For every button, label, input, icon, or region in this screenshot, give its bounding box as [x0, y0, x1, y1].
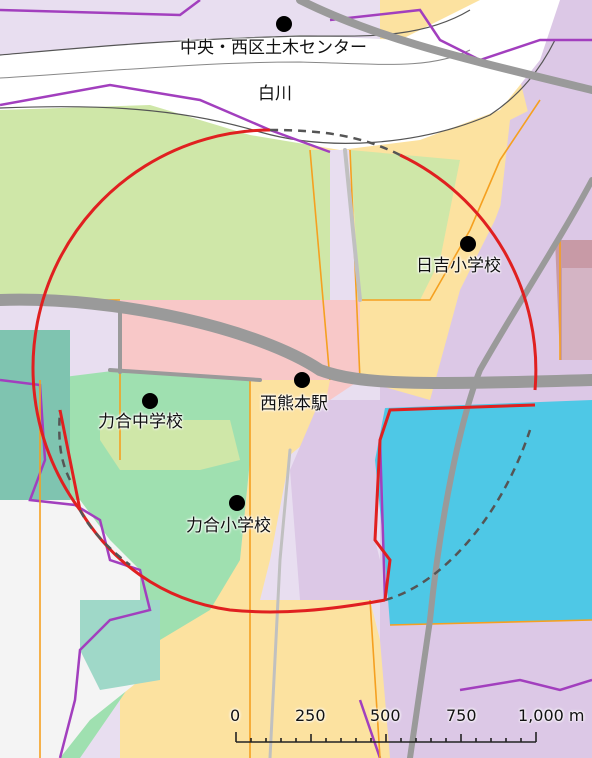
zone-yellow-center: [120, 380, 330, 758]
label-civil-center: 中央・西区土木センター: [180, 38, 367, 58]
facility-icon-hiyoshi-school: [460, 236, 476, 252]
facility-icon-civil-center: [276, 16, 292, 32]
label-river: 白川: [258, 84, 292, 104]
label-hiyoshi-school: 日吉小学校: [416, 256, 501, 276]
scale-tick-500: 500: [370, 706, 401, 725]
zone-blue-industrial: [375, 400, 592, 625]
scale-tick-0: 0: [230, 706, 241, 725]
radius-circle-dashed-north: [269, 128, 401, 157]
ward-boundary-east: [358, 439, 592, 758]
zone-green-west-strip: [100, 420, 240, 470]
label-rikigo-elementary: 力合小学校: [186, 516, 271, 536]
zone-white-southwest: [0, 500, 140, 758]
zone-lavender-east-block: [562, 268, 592, 360]
main-east-west-road: [0, 293, 592, 389]
scale-bar: [235, 732, 537, 743]
radius-circle-solid-south: [78, 509, 386, 614]
zone-teal-southwest: [80, 600, 160, 690]
zone-yellow-south: [230, 600, 390, 758]
radius-circle-dashed-southeast: [384, 429, 532, 602]
river-levee: [0, 49, 471, 79]
facility-icon-rikigo-elementary: [229, 495, 245, 511]
label-station: 西熊本駅: [260, 394, 328, 414]
label-rikigo-junior: 力合中学校: [98, 412, 183, 432]
ward-boundary-west: [0, 378, 152, 758]
radius-circle-dashed-west: [78, 509, 131, 566]
ward-boundary-north: [0, 0, 592, 62]
radius-circle-solid: [31, 128, 538, 511]
scale-tick-750: 750: [446, 706, 477, 725]
river-bank-south: [0, 39, 556, 144]
radius-circle-dashed-southwest: [58, 409, 72, 481]
river-shirakawa: [0, 0, 560, 150]
scale-tick-1000: 1,000 m: [518, 706, 585, 725]
zone-green-northcenter: [350, 150, 460, 300]
zone-purple-southcenter: [290, 400, 400, 600]
river-bank-north: [0, 9, 471, 56]
scale-tick-250: 250: [295, 706, 326, 725]
facility-icon-rikigo-junior: [142, 393, 158, 409]
facility-icon-station: [294, 372, 310, 388]
ward-boundary-river: [0, 83, 331, 154]
district-boundary-red: [58, 403, 536, 601]
